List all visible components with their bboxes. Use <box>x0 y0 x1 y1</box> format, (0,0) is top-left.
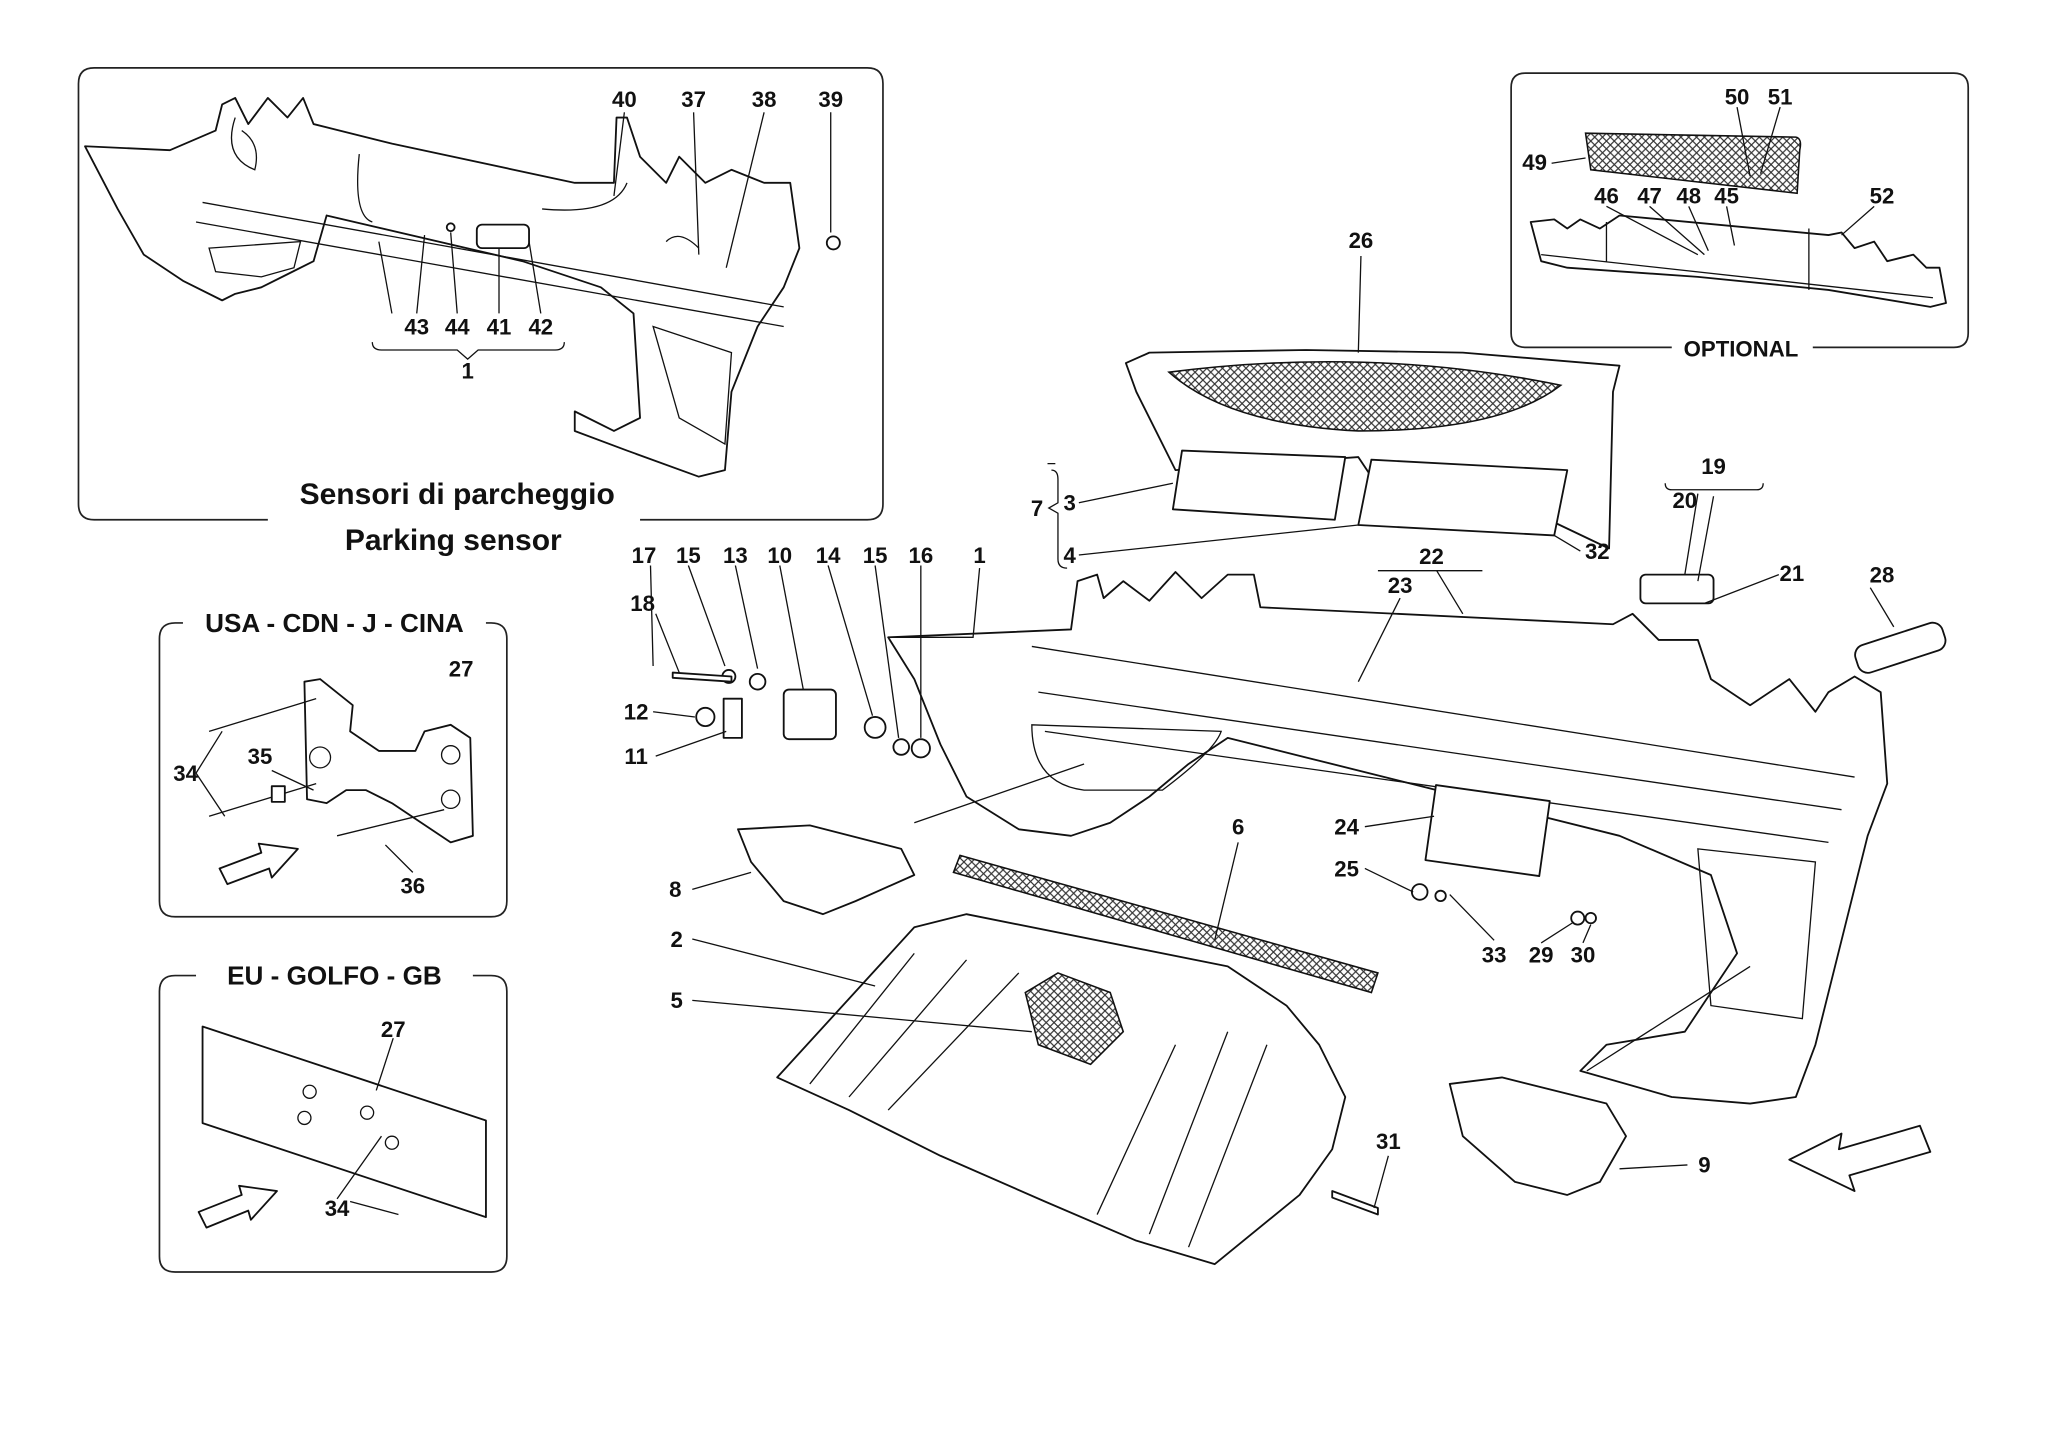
callout-31: 31 <box>1376 1129 1401 1154</box>
rear-bumper-sensor-view <box>84 97 801 478</box>
callout-12: 12 <box>624 700 649 725</box>
callout-21: 21 <box>1780 561 1805 586</box>
direction-arrow-icon <box>197 1184 278 1229</box>
callout-43: 43 <box>404 314 429 339</box>
callout-46: 46 <box>1594 184 1619 209</box>
callout-39: 39 <box>818 87 843 112</box>
callout-26: 26 <box>1349 228 1374 253</box>
direction-arrow-icon <box>1788 1124 1932 1192</box>
callout-15b: 15 <box>863 543 888 568</box>
eu-license-plate <box>201 1025 487 1219</box>
callout-41: 41 <box>487 314 512 339</box>
callout-24: 24 <box>1334 815 1359 840</box>
callout-44: 44 <box>445 314 470 339</box>
callout-30: 30 <box>1571 942 1596 967</box>
callout-8: 8 <box>669 877 681 902</box>
callout-19: 19 <box>1701 454 1726 479</box>
callout-1: 1 <box>973 543 985 568</box>
eu-inset-title: EU - GOLFO - GB <box>227 961 442 991</box>
undertray <box>776 913 1347 1266</box>
inset-title-english: Parking sensor <box>345 524 562 557</box>
usa-plate-bracket <box>303 678 474 844</box>
optional-mesh-grille <box>1584 132 1802 195</box>
callout-28: 28 <box>1870 562 1895 587</box>
callout-10: 10 <box>767 543 792 568</box>
callout-48: 48 <box>1676 184 1701 209</box>
callout-5: 5 <box>670 988 682 1013</box>
rear-bumper <box>887 571 1889 1105</box>
callout-6: 6 <box>1232 815 1244 840</box>
callout-29: 29 <box>1529 942 1554 967</box>
inset-title-italian: Sensori di parcheggio <box>300 478 615 511</box>
optional-title: OPTIONAL <box>1684 337 1799 362</box>
parking-sensor-inset <box>77 67 884 521</box>
callout-9: 9 <box>1698 1153 1710 1178</box>
callout-47: 47 <box>1637 184 1662 209</box>
main-callouts: 26 7 3 4 32 19 20 21 28 22 23 17 15 13 1… <box>624 228 1895 1178</box>
callout-25: 25 <box>1334 856 1359 881</box>
callout-36: 36 <box>400 873 425 898</box>
callout-2: 2 <box>670 927 682 952</box>
callout-17: 17 <box>632 543 657 568</box>
callout-33: 33 <box>1482 942 1507 967</box>
optional-bumper-part <box>1529 214 1947 308</box>
callout-35: 35 <box>248 744 273 769</box>
usa-inset-title: USA - CDN - J - CINA <box>205 608 464 638</box>
callout-18: 18 <box>630 591 655 616</box>
side-duct-9 <box>1448 1076 1627 1196</box>
callout-34-usa: 34 <box>173 761 198 786</box>
air-duct-3 <box>1171 449 1347 521</box>
callout-14: 14 <box>816 543 841 568</box>
callout-40: 40 <box>612 87 637 112</box>
callout-7: 7 <box>1031 496 1043 521</box>
optional-inset <box>1510 72 1970 349</box>
callout-49: 49 <box>1522 150 1547 175</box>
callout-27-usa: 27 <box>449 656 474 681</box>
callout-45: 45 <box>1714 184 1739 209</box>
callout-16: 16 <box>908 543 933 568</box>
callout-38: 38 <box>752 87 777 112</box>
main-assembly <box>649 255 1947 1266</box>
callout-23: 23 <box>1388 573 1413 598</box>
usa-plate-inset <box>158 622 508 918</box>
callout-4: 4 <box>1064 543 1077 568</box>
eu-plate-inset <box>158 974 508 1273</box>
callout-42: 42 <box>528 314 553 339</box>
callout-22: 22 <box>1419 544 1444 569</box>
callout-3: 3 <box>1064 491 1076 516</box>
callout-32: 32 <box>1585 539 1610 564</box>
callout-51: 51 <box>1768 84 1793 109</box>
callout-1-sensor: 1 <box>461 359 473 384</box>
callout-20: 20 <box>1672 488 1697 513</box>
callout-15a: 15 <box>676 543 701 568</box>
side-duct-8 <box>737 824 916 916</box>
callout-11: 11 <box>624 744 647 769</box>
air-duct-4 <box>1357 458 1569 537</box>
callout-13: 13 <box>723 543 748 568</box>
callout-52: 52 <box>1870 184 1895 209</box>
direction-arrow-icon <box>218 842 299 886</box>
callout-50: 50 <box>1725 84 1750 109</box>
callout-27-eu: 27 <box>381 1017 406 1042</box>
callout-34-eu: 34 <box>325 1196 350 1221</box>
callout-37: 37 <box>681 87 706 112</box>
lower-mesh-strip <box>952 854 1379 994</box>
